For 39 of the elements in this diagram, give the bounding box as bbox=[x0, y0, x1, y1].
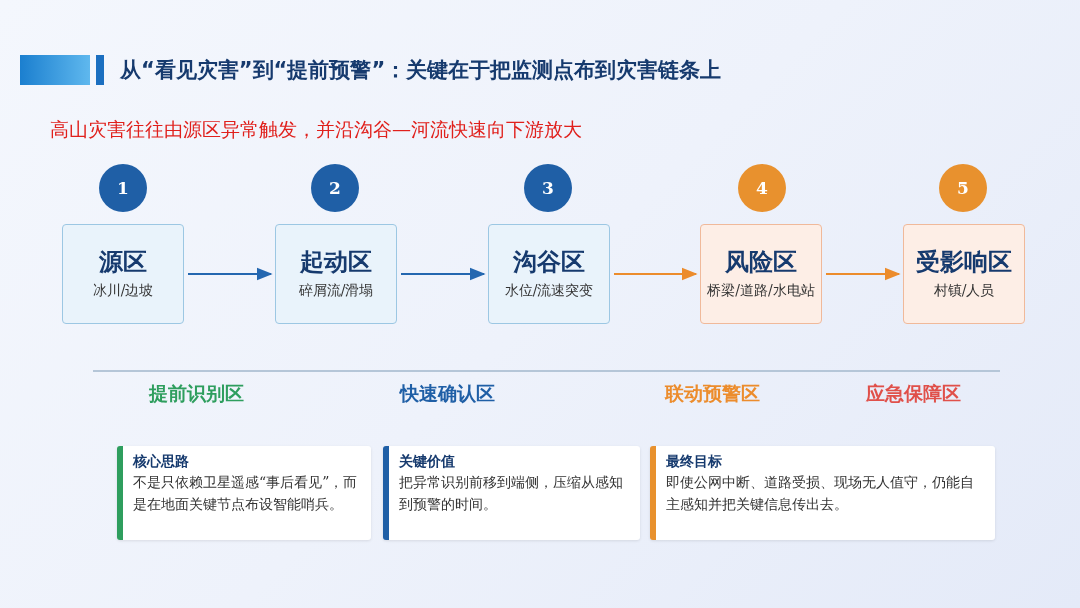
zone-box bbox=[700, 224, 822, 324]
card-heading: 最终目标 bbox=[666, 452, 723, 471]
zone-category-label: 提前识别区 bbox=[147, 381, 245, 406]
zone-box bbox=[62, 224, 184, 324]
slide-title: 从“看见灾害”到“提前预警”：关键在于把监测点布到灾害链条上 bbox=[120, 57, 722, 84]
card-body-text: 即使公网中断、道路受损、现场无人值守，仍能自主感知并把关键信息传出去。 bbox=[666, 473, 975, 514]
zone-name: 起动区 bbox=[300, 247, 372, 277]
info-card bbox=[117, 446, 371, 540]
zone-box bbox=[903, 224, 1025, 324]
subtitle-text: 高山灾害往往由源区异常触发，并沿沟谷—河流快速向下游放大 bbox=[50, 117, 583, 142]
card-heading: 核心思路 bbox=[133, 452, 190, 471]
zone-name: 风险区 bbox=[725, 247, 797, 277]
card-body-text: 不是只依赖卫星遥感“事后看见”，而是在地面关键节点布设智能哨兵。 bbox=[133, 473, 359, 514]
arrow bbox=[613, 267, 698, 281]
step-number-circle: 1 bbox=[99, 164, 147, 212]
step-number-circle: 2 bbox=[311, 164, 359, 212]
zone-category-label: 快速确认区 bbox=[398, 381, 496, 406]
step-number-circle: 4 bbox=[738, 164, 786, 212]
zone-category-label: 联动预警区 bbox=[663, 381, 761, 406]
zone-box bbox=[488, 224, 610, 324]
zone-detail: 桥梁/道路/水电站 bbox=[707, 281, 815, 300]
zone-detail: 水位/流速突变 bbox=[504, 281, 594, 300]
zone-detail: 冰川/边坡 bbox=[92, 281, 154, 300]
card-heading: 关键价值 bbox=[399, 452, 456, 471]
arrow bbox=[400, 267, 486, 281]
zone-name: 受影响区 bbox=[916, 247, 1012, 277]
arrow bbox=[825, 267, 901, 281]
arrow bbox=[187, 267, 273, 281]
zone-name: 源区 bbox=[99, 247, 147, 277]
zone-box bbox=[275, 224, 397, 324]
zone-name: 沟谷区 bbox=[513, 247, 585, 277]
info-card bbox=[383, 446, 640, 540]
card-body-text: 把异常识别前移到端侧，压缩从感知到预警的时间。 bbox=[399, 473, 624, 514]
zone-category-label: 应急保障区 bbox=[864, 381, 962, 406]
zone-detail: 碎屑流/滑塌 bbox=[298, 281, 374, 300]
info-card bbox=[650, 446, 995, 540]
zone-detail: 村镇/人员 bbox=[933, 281, 995, 300]
step-number-circle: 5 bbox=[939, 164, 987, 212]
step-number-circle: 3 bbox=[524, 164, 572, 212]
